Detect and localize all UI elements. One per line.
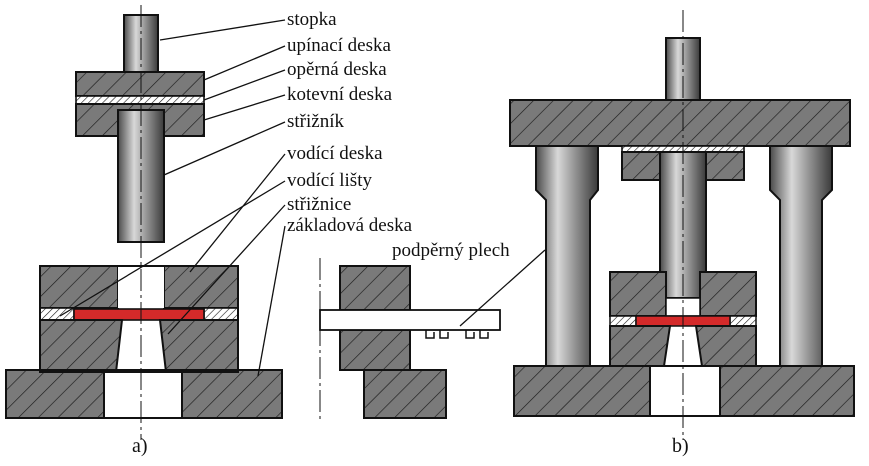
leader-lines (59, 19, 546, 377)
clamping-plate (75, 71, 205, 97)
caption-a: a) (132, 435, 148, 457)
label-vodici-listy: vodící lišty (287, 170, 372, 191)
detail-middle (319, 258, 501, 420)
guide-rail-right-b (729, 315, 757, 327)
label-upinaci-deska: upínací deska (287, 35, 392, 56)
label-striznik: střižník (287, 111, 344, 132)
guide-pillar-right (769, 145, 833, 367)
support-plate (75, 95, 205, 105)
detail-lower-block (339, 329, 411, 371)
detail-strip (319, 309, 501, 331)
label-zakladova-deska: základová deska (287, 215, 413, 236)
figure-b (509, 10, 855, 440)
detail-upper-block (339, 265, 411, 311)
figure-a (5, 5, 283, 440)
label-vodici-deska: vodící deska (287, 143, 383, 164)
support-sheet-tabs (425, 330, 489, 339)
detail-base-block (363, 369, 447, 419)
caption-b: b) (672, 435, 689, 457)
label-striznice: střižnice (287, 194, 351, 215)
guide-rail-right (203, 307, 239, 321)
sheet-strip (73, 308, 205, 321)
label-stopka: stopka (287, 9, 337, 30)
die (39, 319, 239, 373)
guide-rail-left (39, 307, 75, 321)
guide-pillar-left (535, 145, 599, 367)
guide-rail-left-b (609, 315, 637, 327)
labels: stopka upínací deska opěrná deska kotevn… (132, 9, 689, 457)
label-operna-deska: opěrná deska (287, 59, 387, 80)
label-kotevni-deska: kotevní deska (287, 84, 393, 105)
top-plate (509, 99, 851, 147)
label-podperny-plech: podpěrný plech (392, 240, 510, 261)
